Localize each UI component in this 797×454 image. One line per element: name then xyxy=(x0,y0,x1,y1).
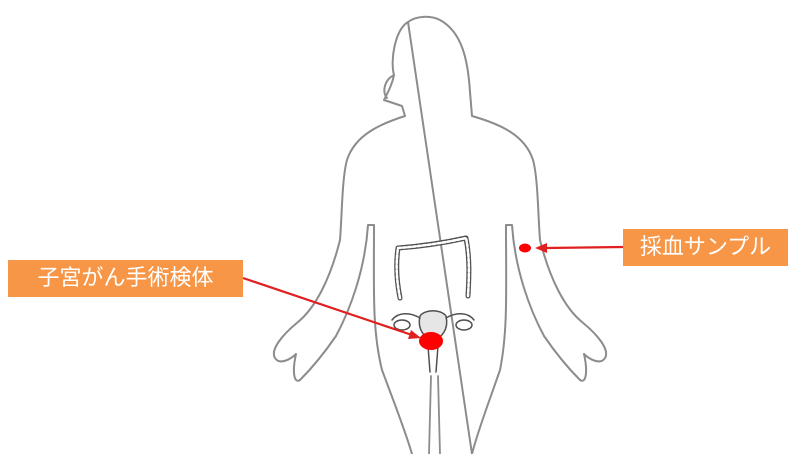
left-ovary xyxy=(394,320,410,330)
inner-leg-lines xyxy=(429,376,440,454)
uterine-specimen-arrow-line xyxy=(243,278,412,335)
colon-inner xyxy=(397,238,469,298)
blood-sample-label: 採血サンプル xyxy=(623,229,788,266)
uterine-specimen-arrowhead xyxy=(408,330,421,339)
blood-sample-arrow-line xyxy=(546,247,623,248)
uterine-specimen-marker xyxy=(419,332,443,350)
blood-sample-marker xyxy=(519,244,531,253)
right-ovary xyxy=(456,320,472,330)
body-outline xyxy=(274,17,606,454)
uterine-specimen-label: 子宮がん手術検体 xyxy=(8,260,243,297)
